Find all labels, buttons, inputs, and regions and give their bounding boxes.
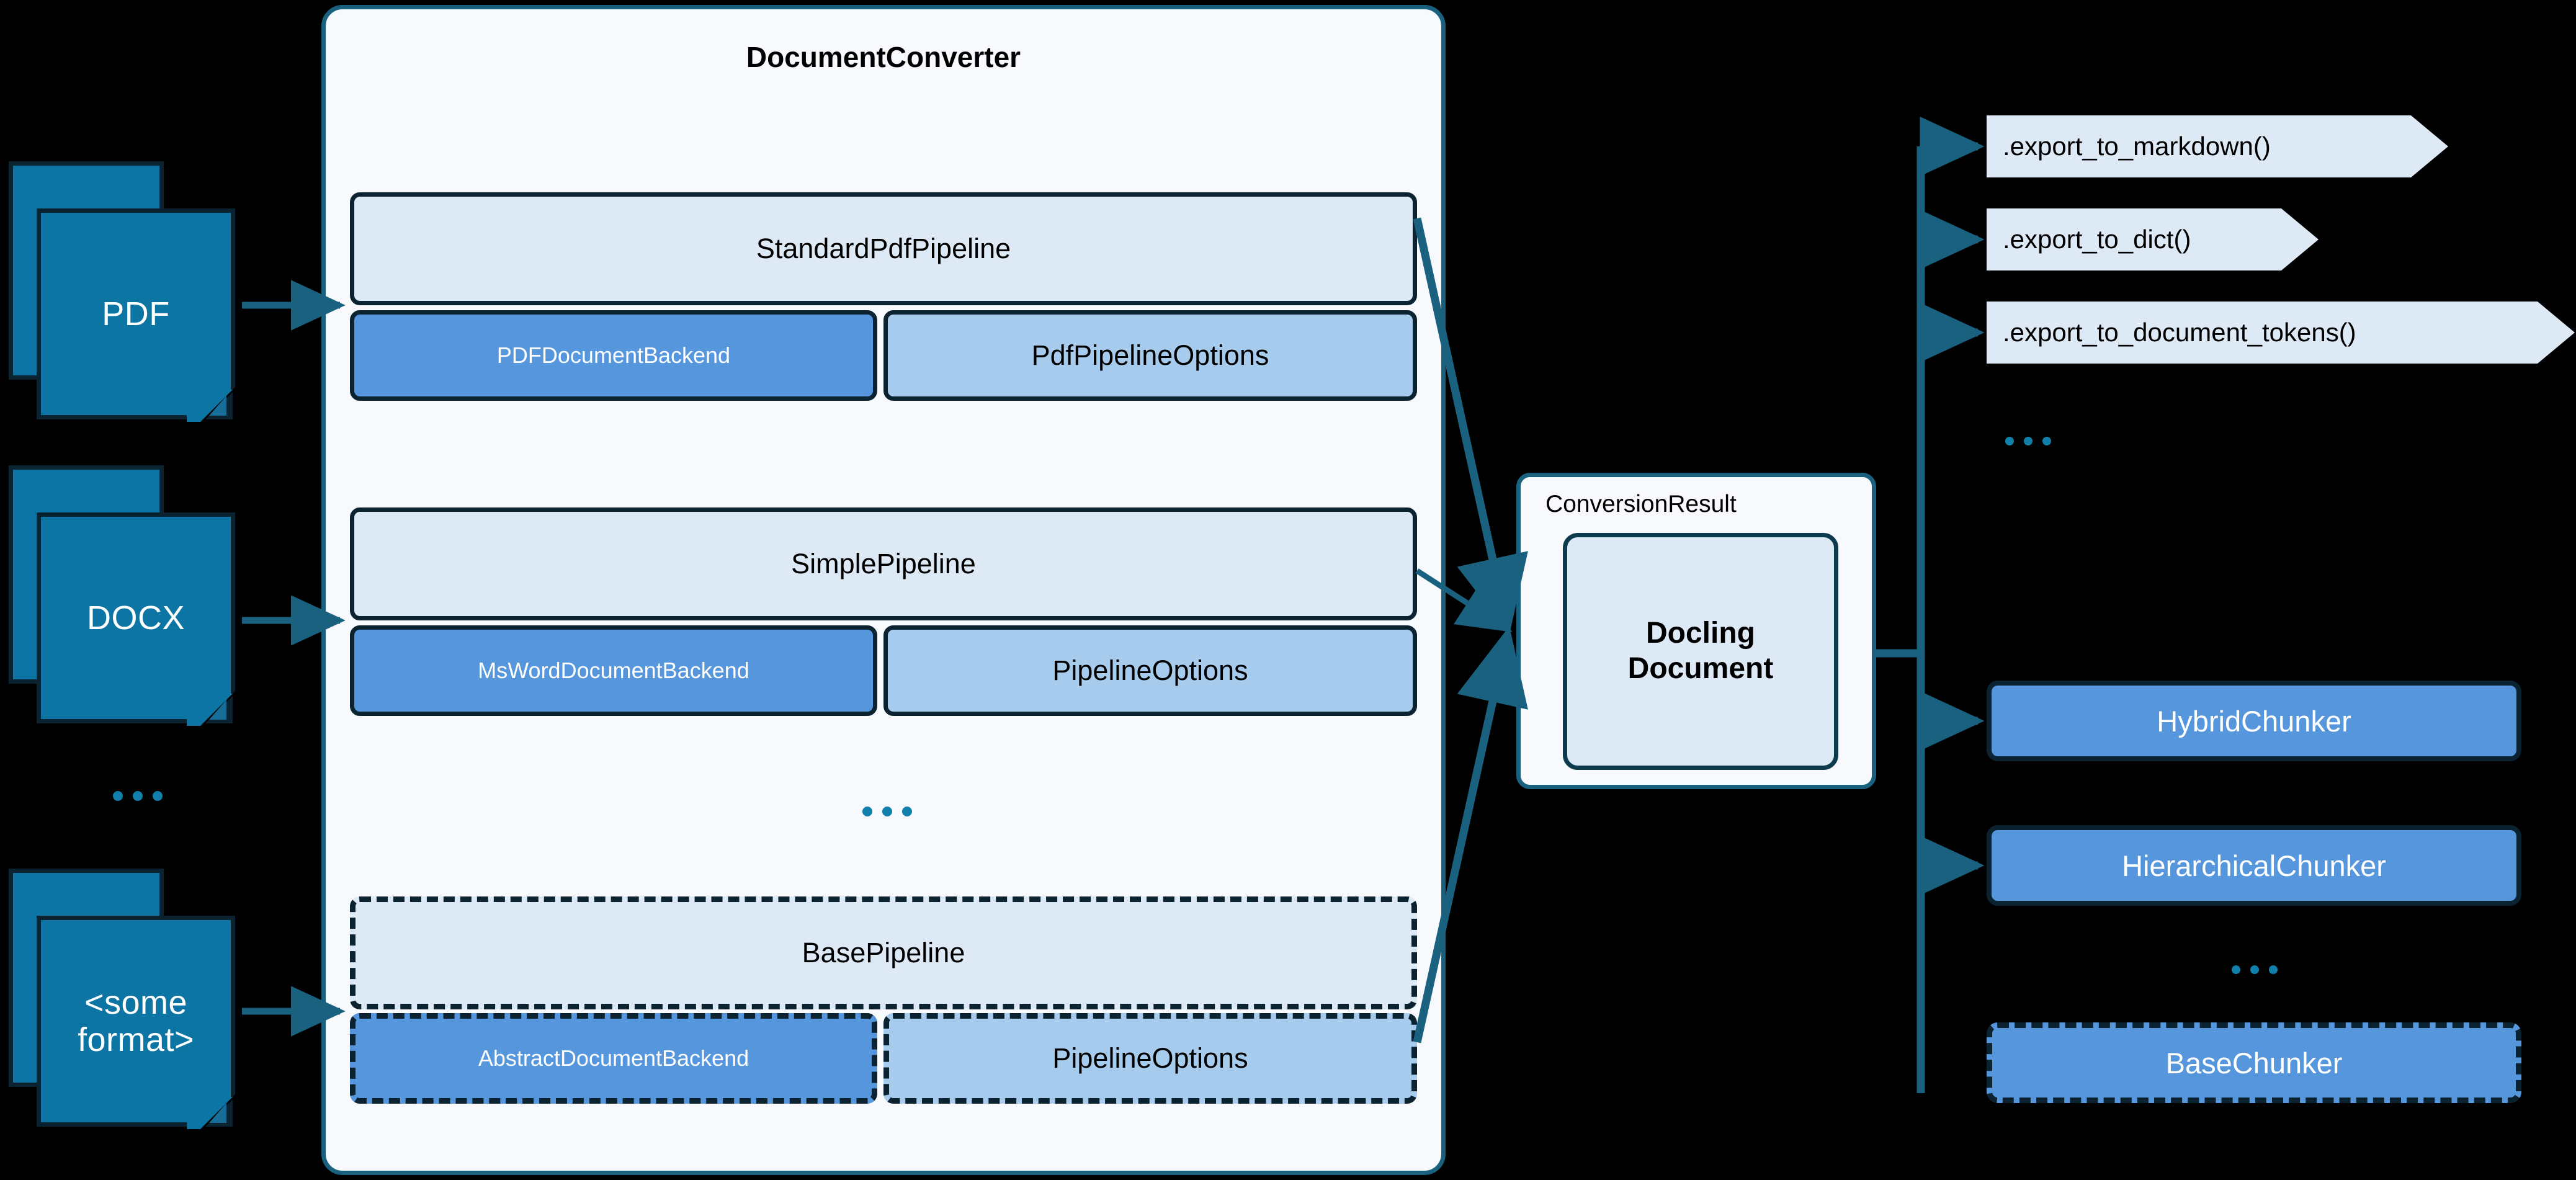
backend-name: MsWordDocumentBackend <box>478 658 749 683</box>
page-fold-icon <box>187 387 235 422</box>
pipeline-header-basepipeline[interactable]: BasePipeline <box>350 896 1417 1009</box>
conversion-result-caption: ConversionResult <box>1545 491 1737 517</box>
inputs-ellipsis <box>113 791 163 801</box>
docling-document-box[interactable]: Docling Document <box>1563 533 1838 770</box>
doc-front-sheet: <some format> <box>37 916 235 1127</box>
input-doc-label: PDF <box>102 295 170 333</box>
backend-name: PDFDocumentBackend <box>496 342 731 368</box>
chunker-label: BaseChunker <box>2165 1046 2343 1079</box>
chunker-basechunker[interactable]: BaseChunker <box>1987 1022 2521 1103</box>
pipeline-name: BasePipeline <box>802 937 965 968</box>
chunkers-ellipsis <box>2232 965 2278 974</box>
export-label: .export_to_markdown() <box>2003 132 2271 161</box>
input-doc-label: <some format> <box>77 983 195 1058</box>
input-doc-label: DOCX <box>86 599 185 637</box>
pipeline-header-simplepipeline[interactable]: SimplePipeline <box>350 507 1417 620</box>
input-doc-docx[interactable]: DOCX <box>9 465 238 726</box>
page-fold-icon <box>187 1094 235 1129</box>
pipeline-options-pdfpipelineoptions[interactable]: PdfPipelineOptions <box>883 310 1417 401</box>
options-name: PipelineOptions <box>1052 1042 1248 1074</box>
pipeline-options-pipelineoptions-base[interactable]: PipelineOptions <box>883 1013 1417 1104</box>
pipeline-backend-pdfdocumentbackend[interactable]: PDFDocumentBackend <box>350 310 877 401</box>
input-doc-pdf[interactable]: PDF <box>9 161 238 422</box>
export-to-markdown-shape[interactable]: .export_to_markdown() <box>1987 115 2448 177</box>
chunker-hierarchicalchunker[interactable]: HierarchicalChunker <box>1987 825 2521 906</box>
pipeline-header-standardpdfpipeline[interactable]: StandardPdfPipeline <box>350 192 1417 305</box>
options-name: PdfPipelineOptions <box>1031 339 1269 371</box>
pipeline-backend-abstractdocumentbackend[interactable]: AbstractDocumentBackend <box>350 1013 877 1104</box>
doc-front-sheet: PDF <box>37 208 235 419</box>
pipeline-options-pipelineoptions[interactable]: PipelineOptions <box>883 625 1417 716</box>
chunker-label: HybridChunker <box>2157 704 2351 738</box>
options-name: PipelineOptions <box>1052 655 1248 686</box>
pipeline-name: SimplePipeline <box>791 548 976 579</box>
page-title: DocumentConverter <box>746 41 1021 73</box>
chunker-label: HierarchicalChunker <box>2122 849 2386 882</box>
backend-name: AbstractDocumentBackend <box>478 1045 749 1071</box>
conversion-result-panel: ConversionResult Docling Document <box>1516 473 1876 789</box>
export-to-document-tokens-shape[interactable]: .export_to_document_tokens() <box>1987 302 2575 364</box>
pipeline-backend-msworddocumentbackend[interactable]: MsWordDocumentBackend <box>350 625 877 716</box>
export-label: .export_to_dict() <box>2003 225 2191 254</box>
page-fold-icon <box>187 691 235 726</box>
doc-front-sheet: DOCX <box>37 512 235 723</box>
pipeline-name: StandardPdfPipeline <box>756 233 1011 264</box>
exports-ellipsis <box>2005 437 2051 445</box>
chunker-hybridchunker[interactable]: HybridChunker <box>1987 681 2521 761</box>
export-to-dict-shape[interactable]: .export_to_dict() <box>1987 208 2319 270</box>
converter-ellipsis <box>862 807 912 816</box>
export-label: .export_to_document_tokens() <box>2003 318 2356 347</box>
input-doc-other[interactable]: <some format> <box>9 869 238 1129</box>
